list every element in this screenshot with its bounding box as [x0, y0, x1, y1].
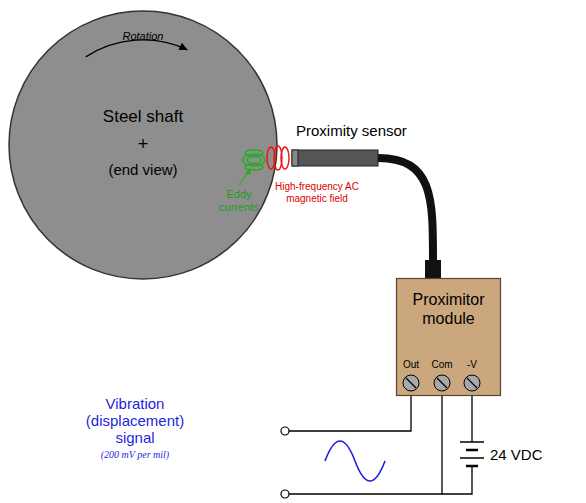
com-wire [289, 391, 442, 494]
label: Vibration (displacement) signal [72, 395, 198, 446]
battery-wire [442, 466, 472, 494]
cable-connector [425, 260, 441, 278]
screw-terminal [403, 375, 419, 391]
node-text: + [9, 134, 277, 156]
proximitor-module: Proximitor module [396, 278, 501, 396]
shaft-circle-node: RotationSteel shaft + (end view) [9, 11, 277, 279]
out-wire [289, 391, 411, 431]
label: Eddy currents [210, 188, 268, 214]
sensor-rod [292, 150, 378, 166]
arrowhead [179, 43, 188, 50]
arrowhead [246, 168, 252, 175]
cable [378, 158, 433, 260]
rotation-arrow [86, 40, 188, 57]
screw-terminal [464, 375, 480, 391]
node-text: (end view) [9, 161, 277, 179]
wires [289, 391, 472, 494]
node-text: Rotation [9, 30, 277, 43]
eddy-currents [243, 150, 265, 170]
neg-wire [471, 391, 472, 442]
label: Out [396, 359, 426, 371]
sensor-tip [292, 150, 298, 166]
battery-symbol [460, 442, 484, 466]
magnetic-field [267, 146, 289, 170]
proximity-sensor: Proximity sensor [290, 122, 415, 168]
screw-terminal [434, 375, 450, 391]
sensor-cable [378, 158, 441, 278]
shaft-circle [9, 11, 277, 279]
node-text: Steel shaft [9, 107, 277, 127]
label: 24 VDC [490, 446, 560, 464]
sine-wave [325, 441, 385, 481]
label: -V [457, 359, 487, 371]
label: (200 mV per mil) [62, 449, 208, 461]
screw-slot [467, 378, 477, 388]
node-text: Proximity sensor [296, 122, 415, 140]
screw-slot [437, 378, 447, 388]
open-terminal [281, 490, 289, 498]
label: High-frequency AC magnetic field [273, 181, 361, 205]
screw-slot [406, 378, 416, 388]
open-terminal [281, 427, 289, 435]
node-text: Proximitor module [398, 290, 499, 328]
module-box [397, 279, 501, 396]
label: Com [427, 359, 457, 371]
